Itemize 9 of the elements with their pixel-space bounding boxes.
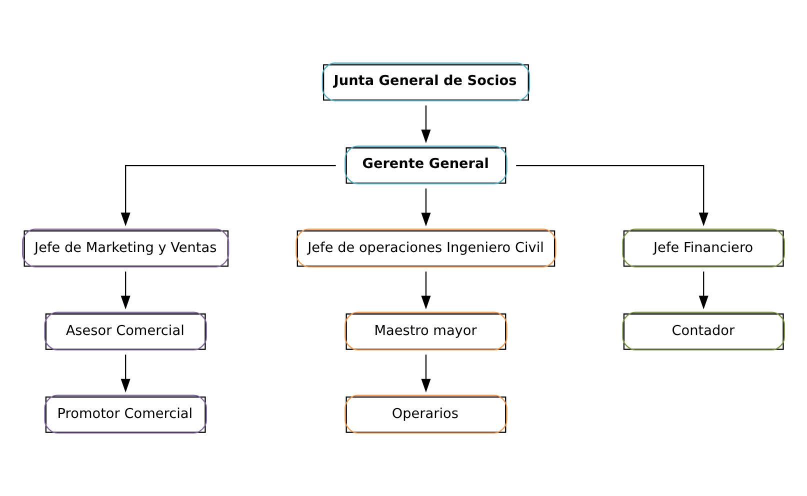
arrow (421, 272, 431, 310)
arrow (120, 272, 130, 310)
arrow (421, 188, 431, 226)
arrow (421, 354, 431, 392)
arrow (698, 272, 708, 310)
arrow (516, 164, 708, 226)
arrow (120, 354, 130, 392)
arrow (421, 105, 431, 144)
arrow (120, 164, 336, 226)
